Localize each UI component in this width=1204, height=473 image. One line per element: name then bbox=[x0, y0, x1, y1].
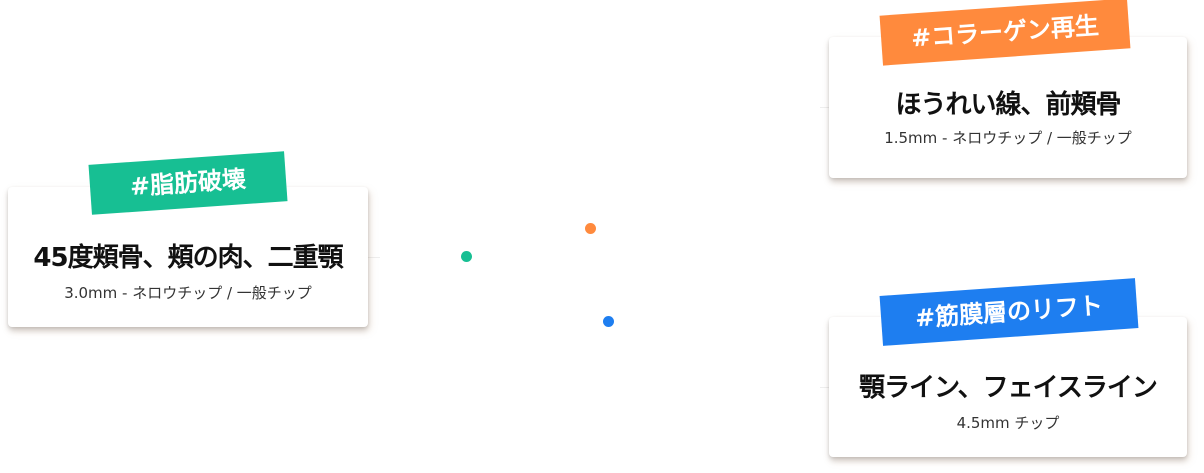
treatment-card-top-right: ほうれい線、前頬骨 1.5mm - ネロウチップ / 一般チップ bbox=[829, 37, 1187, 178]
orange-marker-dot bbox=[585, 223, 596, 234]
card-subtitle: 4.5mm チップ bbox=[956, 414, 1060, 432]
blue-marker-dot bbox=[603, 316, 614, 327]
connector-line-top-right bbox=[820, 107, 829, 108]
card-title: 顎ライン、フェイスライン bbox=[859, 373, 1158, 403]
card-subtitle: 3.0mm - ネロウチップ / 一般チップ bbox=[64, 284, 312, 302]
card-subtitle: 1.5mm - ネロウチップ / 一般チップ bbox=[884, 129, 1132, 147]
green-marker-dot bbox=[461, 251, 472, 262]
card-title: ほうれい線、前頬骨 bbox=[895, 90, 1121, 120]
connector-line-bottom-right bbox=[820, 387, 829, 388]
treatment-card-left: 45度頬骨、頬の肉、二重顎 3.0mm - ネロウチップ / 一般チップ bbox=[8, 187, 368, 327]
card-title: 45度頬骨、頬の肉、二重顎 bbox=[33, 243, 343, 273]
connector-line-left bbox=[368, 257, 380, 258]
